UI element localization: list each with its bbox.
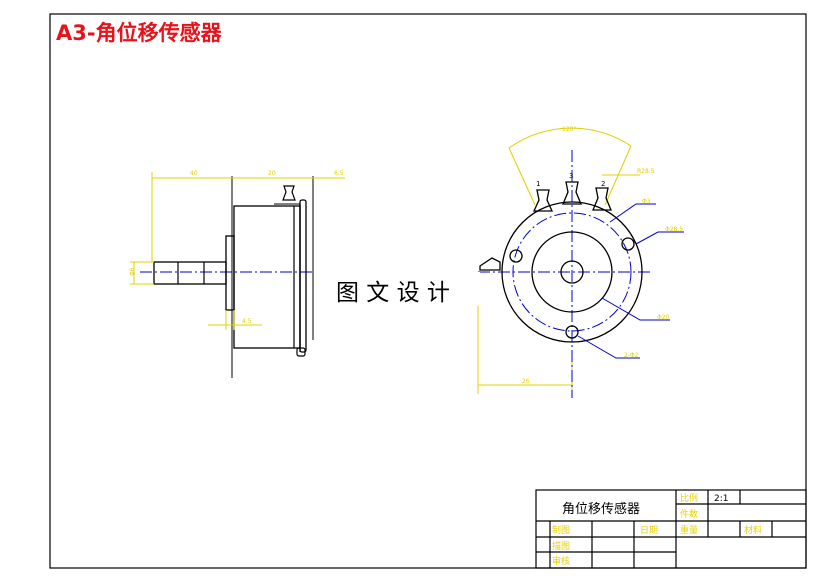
tb-scale-value: 2:1 bbox=[714, 494, 728, 504]
sheet-title: A3-角位移传感器 bbox=[56, 21, 223, 45]
title-block bbox=[535, 489, 807, 569]
side-body bbox=[233, 205, 301, 349]
dim-mount-holes: 2-Φ2 bbox=[624, 352, 639, 359]
tb-weight-label: 重量 bbox=[680, 524, 698, 536]
front-leaders bbox=[577, 203, 684, 359]
terminal-labels: 1 3 2 bbox=[536, 172, 605, 188]
terminal-label-1: 1 bbox=[536, 180, 540, 188]
tb-check-label: 审核 bbox=[552, 555, 570, 567]
side-nut bbox=[296, 347, 306, 357]
shaft-circle bbox=[560, 260, 584, 284]
tb-scale-label: 比例 bbox=[680, 492, 698, 504]
side-terminal bbox=[282, 185, 296, 201]
dim-outer-diameter: Φ28.5 bbox=[665, 226, 683, 233]
terminal-1 bbox=[532, 189, 554, 212]
title-block-text: 角位移传感器 比例 2:1 件数 制图 日期 重量 材料 描图 审核 bbox=[552, 492, 762, 567]
leader-center-hole bbox=[609, 203, 656, 223]
leader-outer bbox=[635, 231, 684, 245]
side-back-plate bbox=[299, 199, 307, 353]
tb-draw-label: 描图 bbox=[552, 540, 570, 552]
side-lug bbox=[479, 257, 501, 271]
bolt-circle bbox=[512, 212, 632, 332]
front-leader-labels: Φ3 Φ28.5 Φ20 2-Φ2 bbox=[624, 198, 683, 359]
dim-terminal-spacing: R28.5 bbox=[637, 168, 655, 175]
mount-hole-bottom bbox=[565, 325, 579, 339]
sheet-border bbox=[49, 13, 807, 569]
dim-arc-angle: 120° bbox=[562, 126, 576, 133]
leader-bolt-circle bbox=[601, 297, 670, 321]
mount-hole-right bbox=[621, 237, 635, 251]
side-view bbox=[140, 176, 315, 378]
side-shaft bbox=[153, 261, 227, 285]
front-centerlines bbox=[478, 150, 652, 398]
front-view bbox=[479, 181, 643, 343]
tb-drawing-name: 角位移传感器 bbox=[562, 501, 640, 517]
terminal-2 bbox=[592, 187, 612, 211]
mount-hole-left bbox=[509, 249, 523, 263]
dim-flange-gap: 6.5 bbox=[334, 170, 344, 177]
dim-offset: 26 bbox=[522, 378, 530, 385]
dim-overall-length: 40 bbox=[190, 170, 198, 177]
dim-shaft-diameter: Φ6 bbox=[129, 267, 136, 276]
dim-shaft-step: 4.5 bbox=[242, 318, 252, 325]
title-block-outline bbox=[535, 489, 807, 569]
dim-bolt-circle: Φ20 bbox=[657, 314, 670, 321]
leader-mount-holes bbox=[577, 335, 640, 359]
outer-housing-circle bbox=[501, 201, 643, 343]
side-dimensions: 40 20 6.5 Φ6 4.5 bbox=[129, 170, 345, 330]
terminal-label-2: 2 bbox=[601, 180, 605, 188]
dim-center-hole: Φ3 bbox=[642, 198, 651, 205]
arc-leg-left bbox=[508, 147, 536, 206]
tb-date-label: 日期 bbox=[640, 525, 658, 536]
dim-body-width: 20 bbox=[268, 170, 276, 177]
hub-circle bbox=[531, 231, 613, 313]
terminal-3 bbox=[562, 181, 582, 205]
side-bushing bbox=[225, 235, 235, 311]
front-arc-dimension: 120° R28.5 26 bbox=[477, 126, 655, 394]
watermark-bg bbox=[330, 272, 480, 306]
terminal-label-3: 3 bbox=[569, 172, 573, 180]
tb-drawn-label: 制图 bbox=[552, 524, 570, 536]
tb-count-label: 件数 bbox=[680, 508, 698, 520]
tb-material-label: 材料 bbox=[744, 524, 762, 536]
watermark-text: 图 文 设 计 bbox=[336, 280, 450, 306]
arc-120 bbox=[508, 127, 632, 149]
